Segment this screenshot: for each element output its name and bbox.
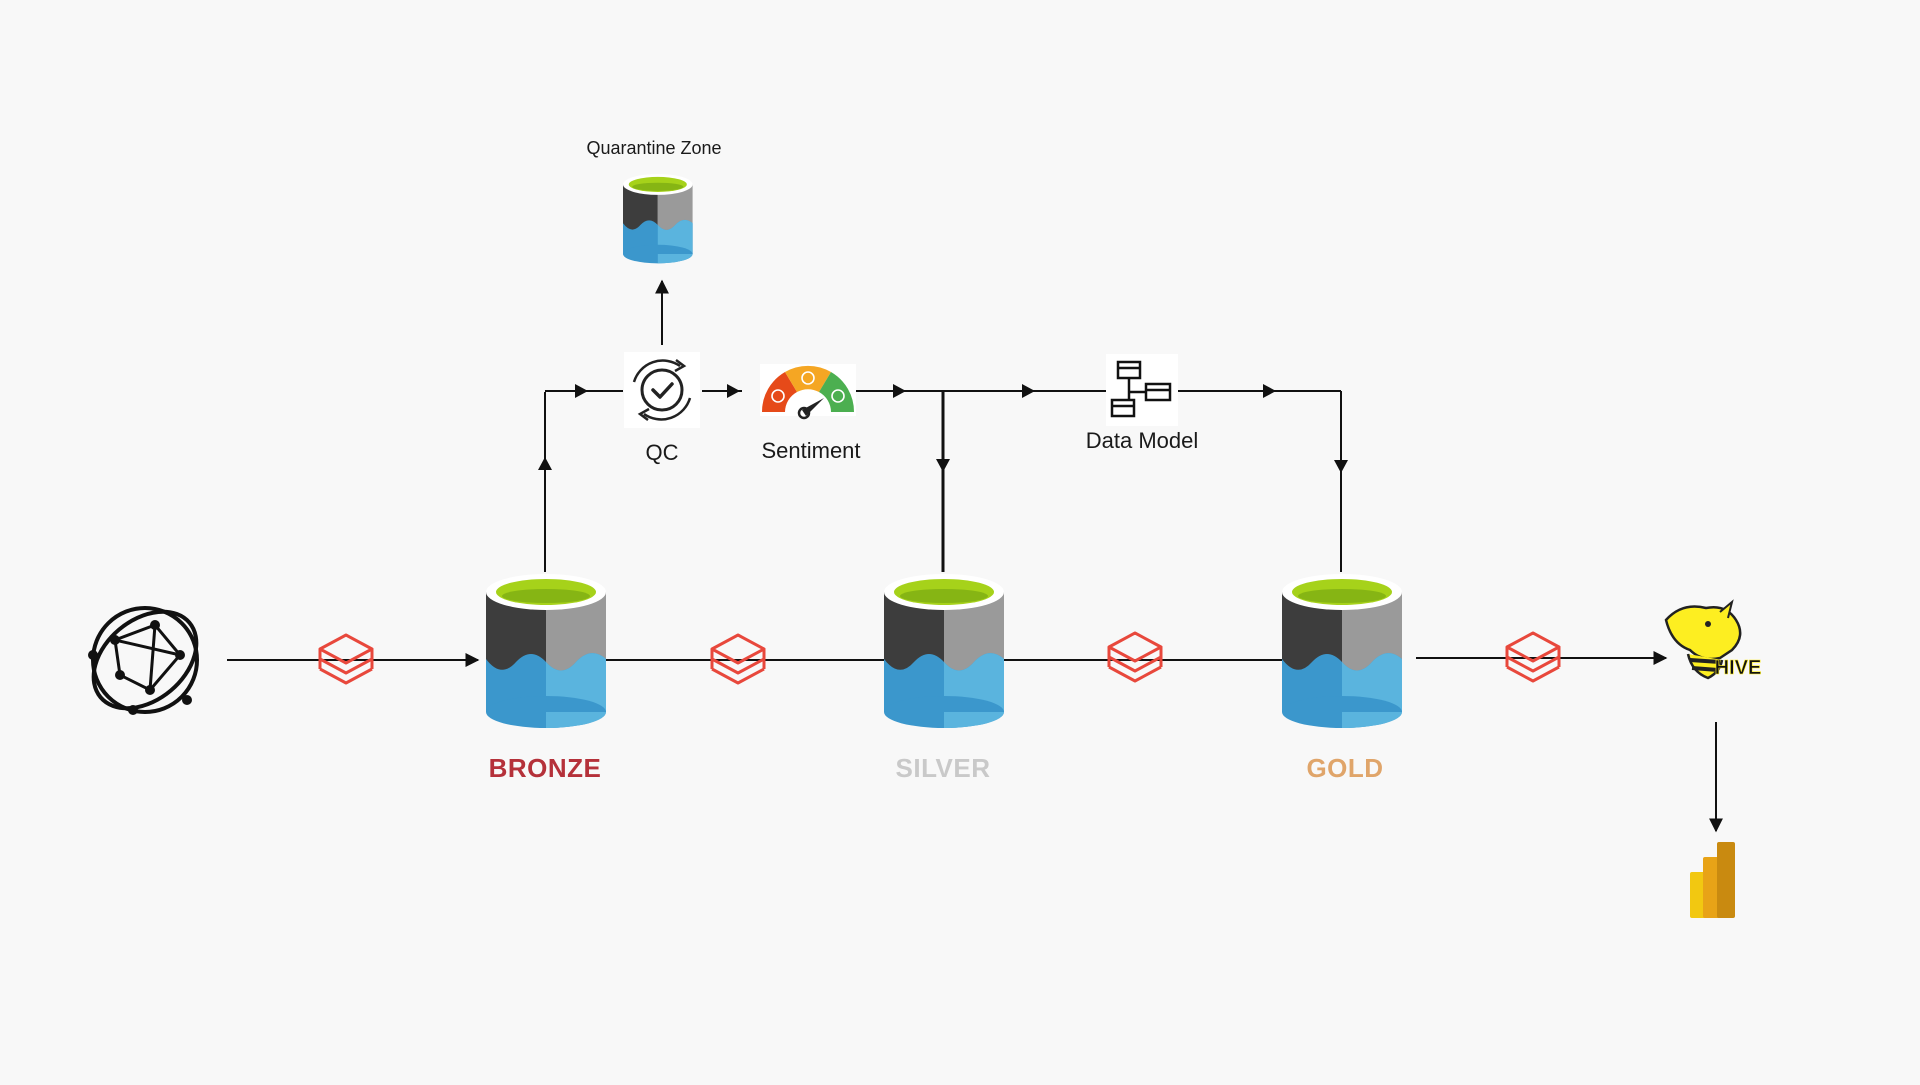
hive-text: HIVE — [1715, 657, 1762, 679]
gold-label: GOLD — [1306, 753, 1384, 783]
silver-data-lake-icon — [884, 574, 1004, 728]
qc-check-icon — [624, 352, 700, 428]
data-model-label: Data Model — [1085, 428, 1199, 453]
databricks-icon — [1107, 631, 1163, 683]
qc-label: QC — [645, 440, 679, 465]
silver-label: SILVER — [895, 753, 991, 783]
sentiment-label: Sentiment — [761, 438, 861, 463]
bronze-label: BRONZE — [488, 753, 602, 783]
quarantine-zone-label: Quarantine Zone — [586, 138, 722, 158]
quarantine-data-lake-icon — [623, 174, 693, 264]
gold-data-lake-icon — [1282, 574, 1402, 728]
bronze-data-lake-icon — [486, 574, 606, 728]
power-bi-icon — [1690, 842, 1735, 918]
data-model-icon — [1106, 354, 1178, 426]
hive-icon: HIVE — [1664, 599, 1762, 680]
source-network-icon — [88, 606, 199, 715]
sentiment-gauge-icon — [760, 364, 856, 420]
